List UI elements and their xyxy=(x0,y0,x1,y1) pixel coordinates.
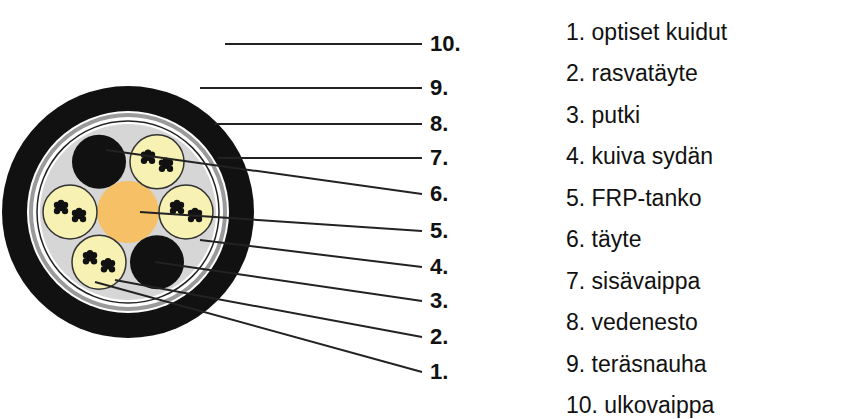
optical-fiber xyxy=(62,208,68,214)
part-name: 1. optiset kuidut xyxy=(566,21,727,44)
dry-core xyxy=(40,124,216,300)
callout-number: 7. xyxy=(430,147,448,169)
part-name: 4. kuiva sydän xyxy=(566,145,713,168)
water-block xyxy=(31,115,225,309)
callout-number: 5. xyxy=(430,220,448,242)
callout-number: 6. xyxy=(430,183,448,205)
optical-fiber xyxy=(178,208,184,214)
inner-sheath xyxy=(37,121,219,303)
optical-fiber xyxy=(141,158,147,164)
optical-fiber xyxy=(87,250,93,256)
optical-fiber xyxy=(101,266,107,272)
optical-fiber xyxy=(159,166,165,172)
optical-fiber xyxy=(80,216,86,222)
part-name: 6. täyte xyxy=(566,228,641,251)
loose-tube xyxy=(43,185,97,239)
leader-lines xyxy=(95,44,422,372)
callout-number: 3. xyxy=(430,290,448,312)
optical-fiber xyxy=(72,216,78,222)
filler xyxy=(72,135,126,189)
optical-fiber xyxy=(109,266,115,272)
part-name: 9. teräsnauha xyxy=(566,353,707,376)
optical-fiber xyxy=(83,258,89,264)
loose-tube xyxy=(130,135,184,189)
loose-tube xyxy=(159,185,213,239)
optical-fiber xyxy=(174,200,180,206)
optical-fiber xyxy=(167,166,173,172)
callout-number: 8. xyxy=(430,113,448,135)
callout-number: 10. xyxy=(430,33,461,55)
optical-fiber xyxy=(58,200,64,206)
optical-fiber xyxy=(91,258,97,264)
optical-fiber xyxy=(192,208,198,214)
optical-fiber xyxy=(149,158,155,164)
part-name: 7. sisävaippa xyxy=(566,270,700,293)
optical-fiber xyxy=(76,208,82,214)
callout-number: 1. xyxy=(430,361,448,383)
part-name: 8. vedenesto xyxy=(566,311,698,334)
optical-fiber xyxy=(188,216,194,222)
part-name: 10. ulkovaippa xyxy=(566,394,714,417)
callout-number: 9. xyxy=(430,77,448,99)
optical-fiber xyxy=(105,258,111,264)
optical-fiber xyxy=(54,208,60,214)
part-name: 3. putki xyxy=(566,104,640,127)
callout-number: 2. xyxy=(430,326,448,348)
part-name: 5. FRP-tanko xyxy=(566,187,702,210)
callout-number: 4. xyxy=(430,256,448,278)
part-name: 2. rasvatäyte xyxy=(566,62,698,85)
